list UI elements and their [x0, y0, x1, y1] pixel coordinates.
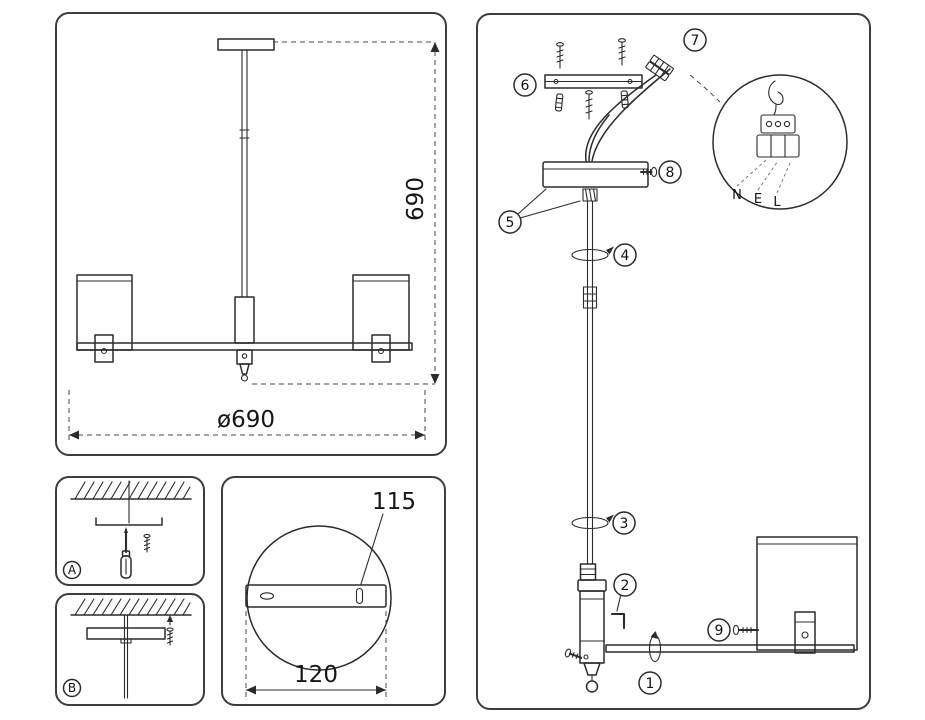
callout-5-label: 5 — [506, 215, 515, 231]
callout-7-label: 7 — [691, 33, 700, 49]
wall-anchor-icon — [554, 93, 564, 112]
canopy — [542, 161, 649, 202]
callout-3-label: 3 — [620, 516, 629, 532]
wire-label-l: L — [773, 195, 781, 210]
overview-panel: 690 ø690 — [55, 12, 447, 456]
callout-6: 6 — [513, 73, 537, 97]
wire-label-e: E — [754, 192, 762, 207]
step-b-drawing: B — [62, 598, 192, 699]
rotation-arrow — [571, 246, 614, 262]
callout-7: 7 — [683, 28, 707, 52]
callout-1: 1 — [638, 671, 662, 695]
lamp-body — [564, 579, 607, 693]
diameter-dimension-label: ø690 — [217, 407, 275, 433]
supply-wires — [585, 68, 671, 162]
step-a-panel: A — [55, 476, 205, 586]
callout-8: 8 — [658, 160, 682, 184]
assembly-drawing: N E L — [498, 28, 858, 695]
horizontal-arm — [76, 342, 413, 351]
left-shade — [76, 274, 133, 363]
callout-3: 3 — [612, 511, 636, 535]
allen-key-icon — [610, 612, 626, 630]
canopy-leaders — [517, 188, 581, 219]
height-dimension: 690 — [252, 41, 440, 385]
height-dimension-label: 690 — [403, 177, 429, 221]
screw-icon — [585, 90, 593, 120]
allen-key-leader — [616, 593, 622, 612]
rotation-arrow — [571, 514, 614, 530]
terminal-connector — [645, 54, 674, 82]
mounting-plate — [245, 584, 387, 608]
lamp-arm — [605, 644, 855, 653]
detail-leader — [689, 74, 721, 103]
plate-slot — [355, 587, 364, 605]
chandelier-drawing — [76, 38, 413, 382]
step-a-badge: A — [62, 560, 82, 580]
hanging-rod — [123, 614, 129, 699]
callout-1-label: 1 — [646, 676, 655, 692]
up-arrow-icon — [166, 615, 174, 626]
wiring-detail: N E L — [712, 74, 848, 210]
callout-2: 2 — [613, 573, 637, 597]
diameter-dimension: ø690 — [68, 390, 426, 442]
screw-icon — [143, 533, 151, 553]
callout-5: 5 — [498, 210, 522, 234]
step-b-panel: B — [55, 593, 205, 706]
offset-dimension-label: 115 — [372, 489, 416, 515]
finial-ball — [585, 680, 599, 693]
overview-drawing: 690 ø690 — [68, 38, 440, 442]
callout-8-label: 8 — [666, 165, 675, 181]
set-screw-icon — [564, 648, 583, 660]
step-b-badge: B — [62, 678, 82, 698]
right-shade — [352, 274, 410, 363]
terminal-block — [756, 114, 800, 158]
callout-4: 4 — [613, 243, 637, 267]
stem-rod — [239, 49, 250, 298]
detail-circle — [712, 74, 848, 210]
step-b-label: B — [68, 681, 76, 695]
glass-shade — [756, 536, 858, 654]
shade-holder — [794, 611, 816, 654]
ceiling-canopy — [217, 38, 275, 51]
step-a-drawing: A — [62, 480, 192, 580]
ceiling-canopy — [86, 627, 166, 644]
mounting-bracket — [95, 517, 163, 526]
suspension-rod — [582, 200, 598, 565]
screw-icon — [618, 38, 626, 66]
wire-label-n: N — [732, 188, 742, 203]
canopy-screw-icon — [639, 166, 658, 178]
callout-9-label: 9 — [715, 623, 724, 639]
central-hub — [234, 296, 255, 382]
screw-icon — [166, 627, 174, 646]
rotation-arrow — [648, 631, 662, 663]
wire-hook — [768, 80, 784, 106]
plate-hole — [259, 592, 275, 600]
callout-4-label: 4 — [621, 248, 630, 264]
callout-9: 9 — [707, 618, 731, 642]
callout-6-label: 6 — [521, 78, 530, 94]
width-dimension-label: 120 — [294, 662, 338, 688]
rod-connector — [579, 563, 597, 581]
body-finial — [583, 662, 601, 676]
wire-label-leaders — [736, 159, 791, 194]
rod-coupler — [582, 286, 598, 309]
plate-detail-drawing: 115 120 — [245, 489, 416, 698]
offset-dimension: 115 — [360, 489, 416, 585]
step-a-label: A — [68, 563, 77, 577]
screw-icon — [556, 42, 564, 69]
ceiling-hatch — [70, 598, 192, 616]
assembly-panel: N E L — [476, 13, 871, 710]
plate-detail-panel: 115 120 — [221, 476, 446, 706]
width-dimension: 120 — [245, 611, 387, 698]
callout-2-label: 2 — [621, 578, 630, 594]
holder-screw-icon — [732, 624, 760, 636]
detail-circle — [246, 525, 392, 671]
screwdriver-icon — [120, 527, 132, 579]
ceiling-hatch — [70, 481, 192, 500]
